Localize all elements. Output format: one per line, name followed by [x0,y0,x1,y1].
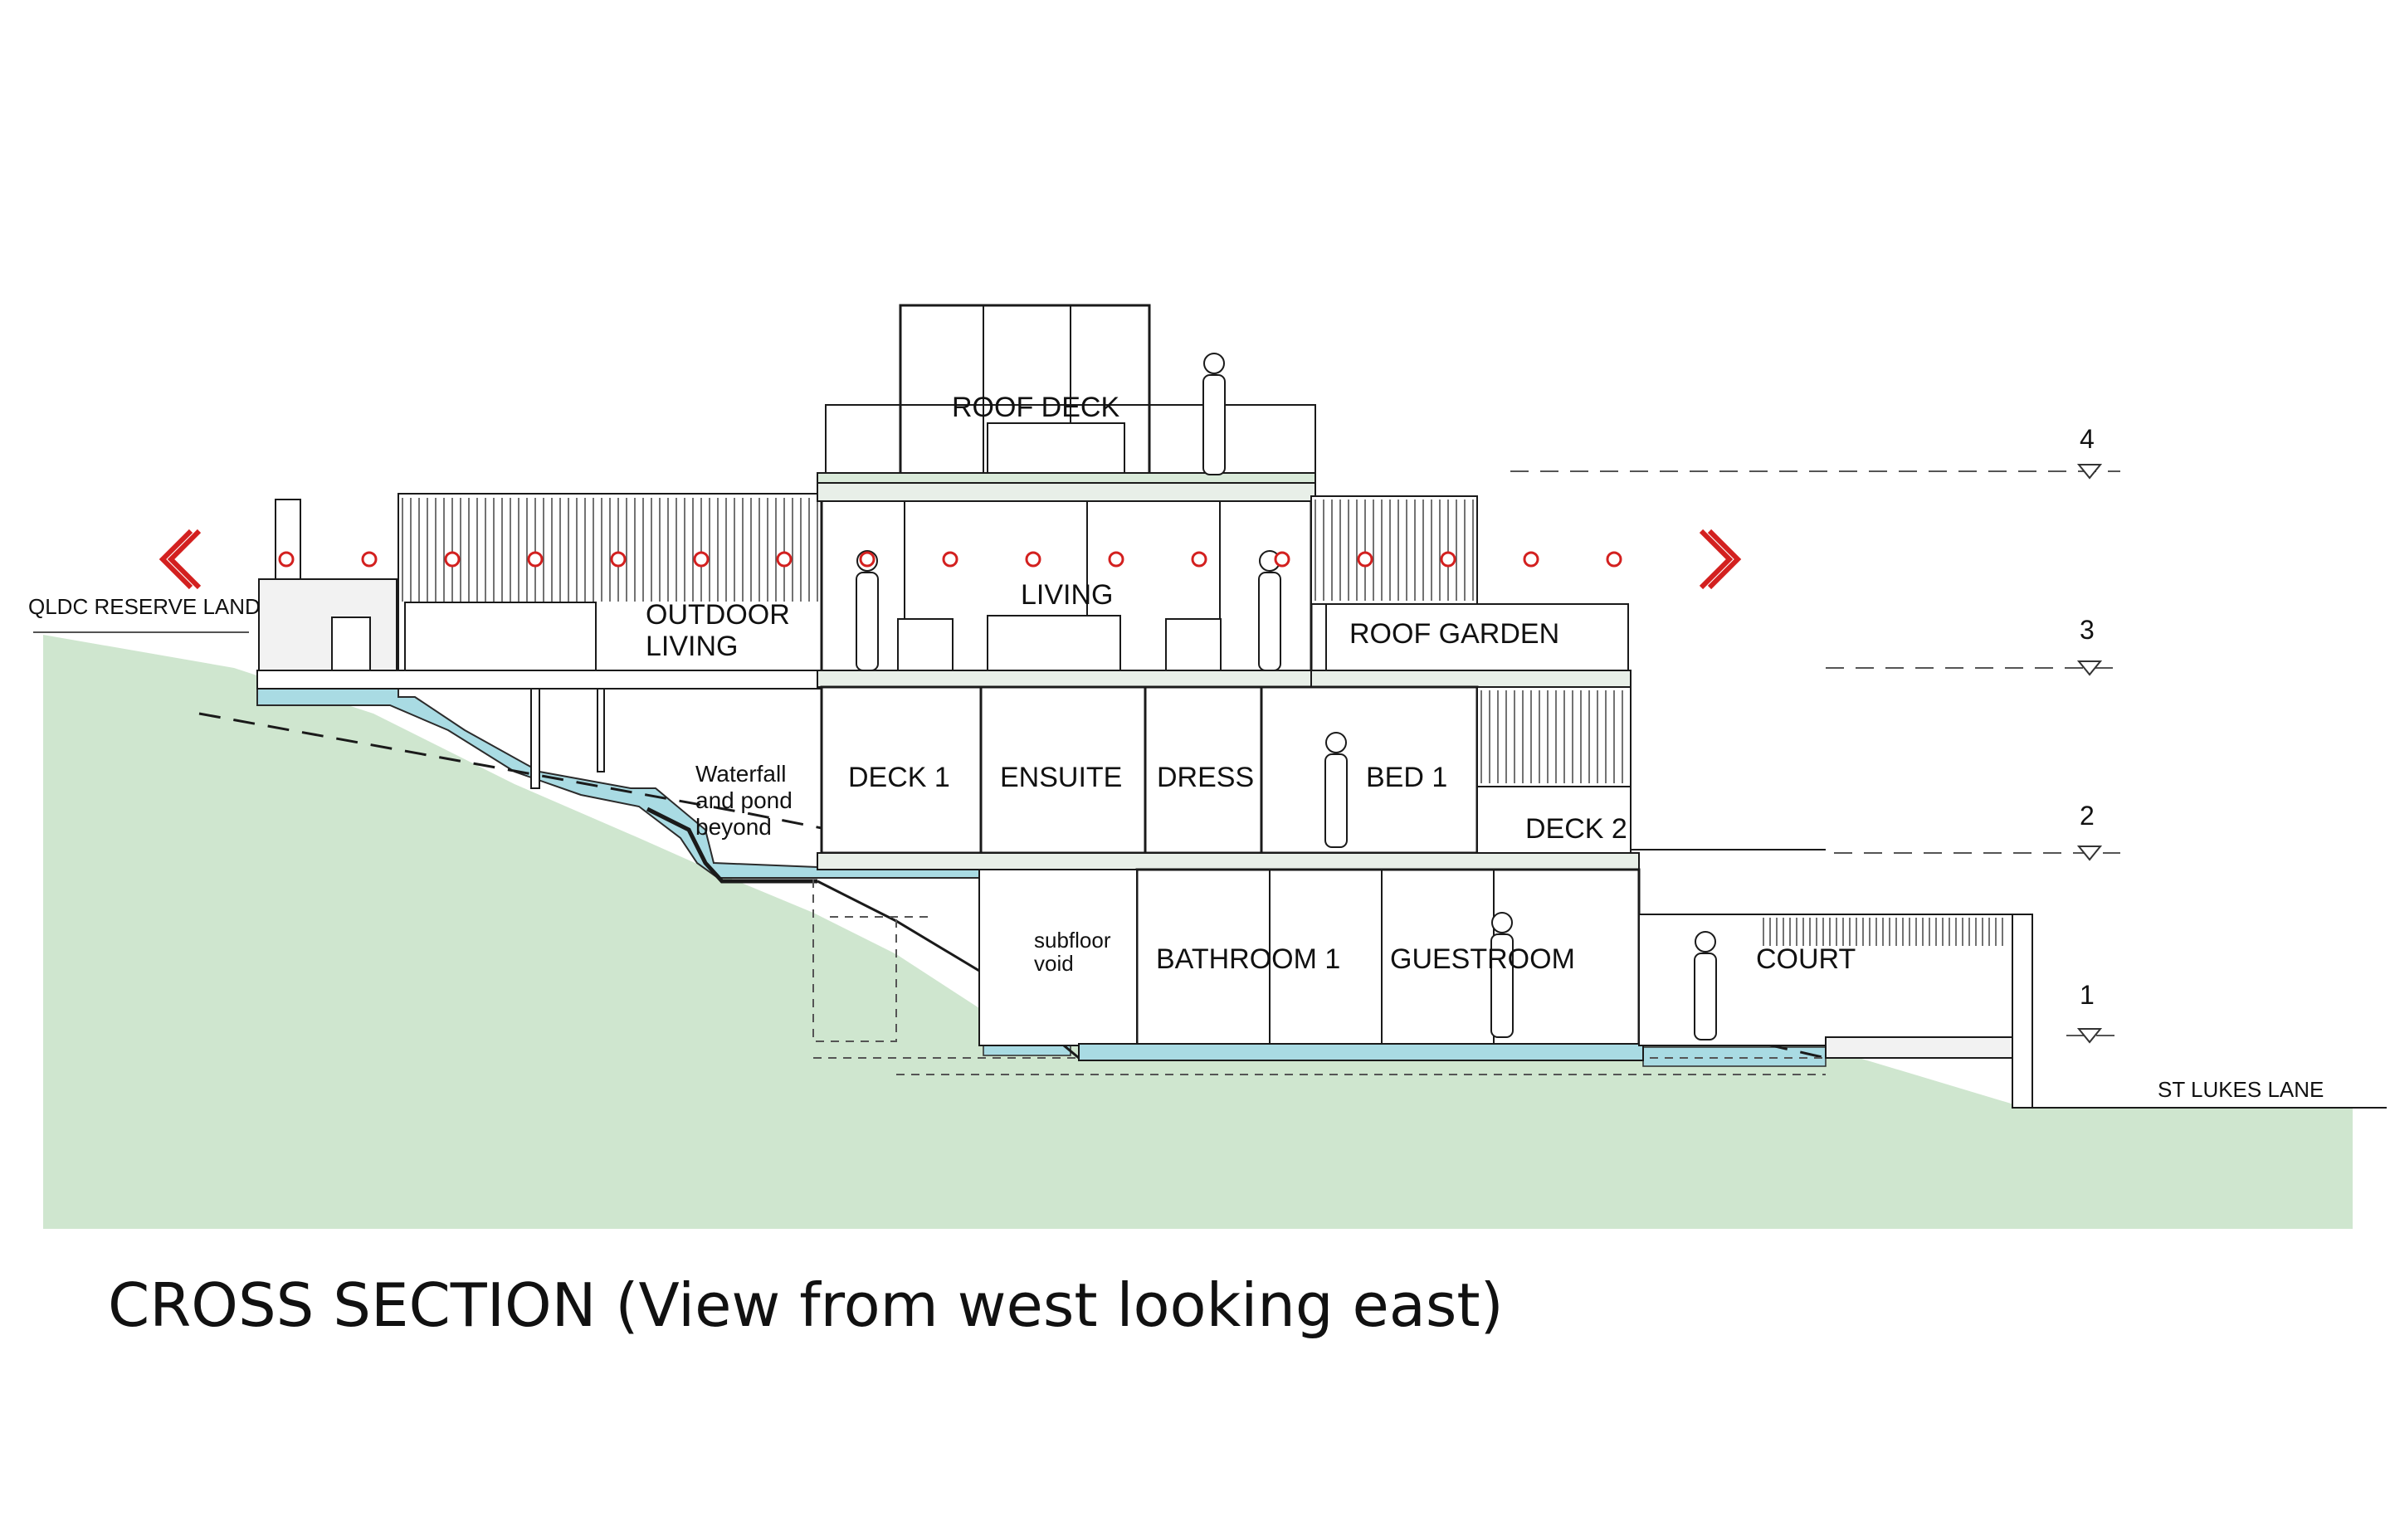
room-label-guestroom: GUESTROOM [1390,943,1575,975]
section-marker-dot [859,551,876,568]
east-cladding-wall [1310,495,1478,605]
section-marker-dot [278,551,295,568]
cladding-batten-west [402,498,818,602]
room-label-bathroom1: BATHROOM 1 [1156,943,1340,975]
outdoor-bench [404,602,597,671]
drawing-title: CROSS SECTION (View from west looking ea… [108,1270,1504,1340]
deck2-box [1476,786,1632,854]
level-number-2: 2 [2080,801,2095,831]
site-label-west: QLDC RESERVE LAND [28,594,261,619]
view-arrow-east [1699,529,1742,590]
site-label-east: ST LUKES LANE [2158,1077,2324,1102]
section-marker-dot [1025,551,1041,568]
note-waterfall-1: Waterfall [695,761,786,787]
room-label-outdoor-living-1: OUTDOOR [646,599,790,631]
deck2-cladding [1476,686,1632,787]
cladding-batten-east [1314,500,1474,601]
court-slab [1825,1036,2030,1059]
section-marker-dot [1440,551,1456,568]
level-datums [1510,470,2120,1036]
section-marker-dot [527,551,544,568]
scale-figure [856,353,1717,1040]
living-floor-slab [817,670,1316,688]
section-marker-dot [1108,551,1124,568]
retaining-wall [646,807,817,884]
room-label-living: LIVING [1021,579,1113,611]
roof-garden-planter [1310,670,1632,688]
pond-east [1642,1046,1827,1067]
section-marker-dot [1357,551,1373,568]
level-number-3: 3 [2080,615,2095,645]
support-column [530,688,540,789]
living-roof-slab [817,480,1316,502]
room-label-dress: DRESS [1157,762,1254,793]
room-label-ensuite: ENSUITE [1000,762,1122,793]
section-marker-dot [1191,551,1207,568]
foundation-dashed [812,880,1826,1075]
level1-floor-slab [1078,1043,1644,1061]
level-number-1: 1 [2080,980,2095,1010]
level3-slab-west [256,670,822,690]
view-arrow-west [159,529,202,590]
cladding-batten-deck2 [1480,690,1623,783]
armchair [897,618,954,671]
section-marker-dot [444,551,461,568]
shed-door [331,616,371,678]
armchair [1165,618,1222,671]
level-number-4: 4 [2080,424,2095,454]
room-label-roof-deck: ROOF DECK [952,392,1119,423]
level-markers [2076,464,2103,1044]
level2-box [820,685,1479,855]
section-line-markers [278,551,1622,568]
roof-deck-seat [987,422,1125,475]
roof-deck-floor [817,472,1316,484]
section-marker-dot [942,551,958,568]
section-marker-dot [776,551,793,568]
section-marker-dot [610,551,627,568]
section-marker-dot [361,551,378,568]
section-marker-dot [1606,551,1622,568]
section-marker-dot [1274,551,1290,568]
note-waterfall-2: and pond [695,787,793,813]
shed-chimney [275,499,301,580]
room-label-roof-garden: ROOF GARDEN [1349,618,1559,650]
level2-floor-slab [817,852,1640,870]
sofa [987,615,1121,671]
room-label-deck2: DECK 2 [1525,813,1627,845]
note-subfloor-1: subfloor [1034,928,1111,953]
room-label-deck1: DECK 1 [848,762,950,793]
room-label-bed1: BED 1 [1366,762,1447,793]
cladding-batten-court [1763,918,2003,946]
note-subfloor-2: void [1034,951,1074,976]
note-waterfall-3: beyond [695,814,772,840]
section-marker-dot [1523,551,1539,568]
support-column [597,688,605,772]
roof-garden-box [1325,603,1629,673]
room-label-court: COURT [1756,943,1856,975]
section-marker-dot [693,551,710,568]
room-label-outdoor-living-2: LIVING [646,631,738,662]
boundary-shed [258,578,398,678]
east-boundary-wall [2012,914,2033,1109]
ground-terrain [43,635,2353,1229]
subfloor-void [978,869,1138,1046]
